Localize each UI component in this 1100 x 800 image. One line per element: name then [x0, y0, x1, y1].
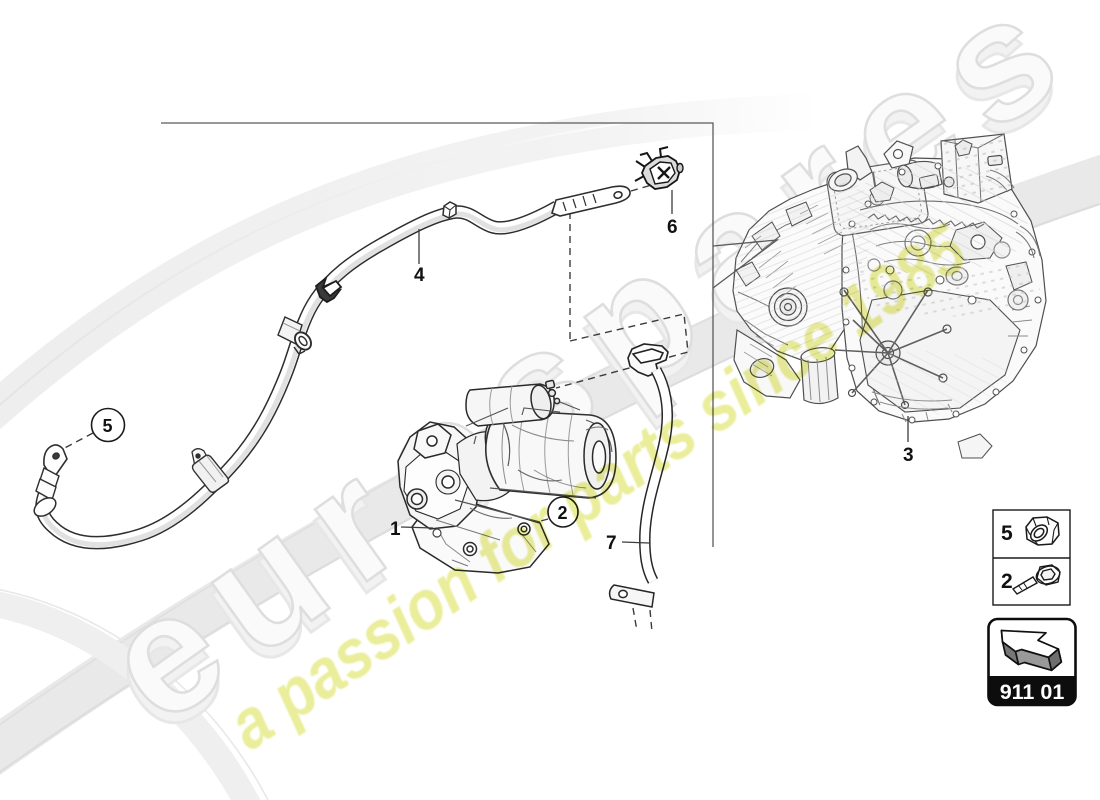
svg-text:6: 6: [667, 217, 678, 238]
svg-text:5: 5: [103, 416, 113, 436]
svg-text:7: 7: [606, 533, 617, 554]
svg-text:3: 3: [903, 445, 914, 466]
svg-text:5: 5: [1001, 522, 1013, 545]
svg-text:911 01: 911 01: [1000, 680, 1065, 704]
svg-text:1: 1: [390, 519, 401, 540]
svg-text:2: 2: [558, 503, 568, 523]
svg-text:4: 4: [414, 265, 425, 286]
svg-text:2: 2: [1001, 570, 1013, 593]
